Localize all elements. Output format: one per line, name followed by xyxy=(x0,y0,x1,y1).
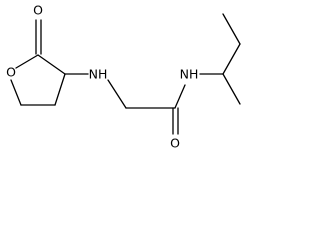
bond-ring-o-to-c2 xyxy=(15,54,39,69)
bond-ethyl-ch2-to-ch3 xyxy=(222,13,241,45)
atom-label-amine-nh: NH xyxy=(89,67,108,82)
bond-c5-to-ring-o xyxy=(10,79,22,106)
atom-label-amide-o: O xyxy=(170,136,180,151)
bond-c2-to-c3 xyxy=(37,54,66,75)
bond-amine-to-ch2 xyxy=(107,79,127,109)
atom-label-ring-o: O xyxy=(6,65,16,80)
molecule-structure: O O NH NH O xyxy=(6,3,241,151)
atom-label-lactone-carbonyl-o: O xyxy=(33,3,43,18)
bond-amide-c-to-nh xyxy=(174,84,186,109)
bond-ch-to-ethyl-ch2 xyxy=(222,43,241,75)
bond-ch-to-methyl xyxy=(222,73,241,105)
bond-c3-to-c4 xyxy=(54,73,66,106)
atom-label-amide-nh: NH xyxy=(180,67,199,82)
